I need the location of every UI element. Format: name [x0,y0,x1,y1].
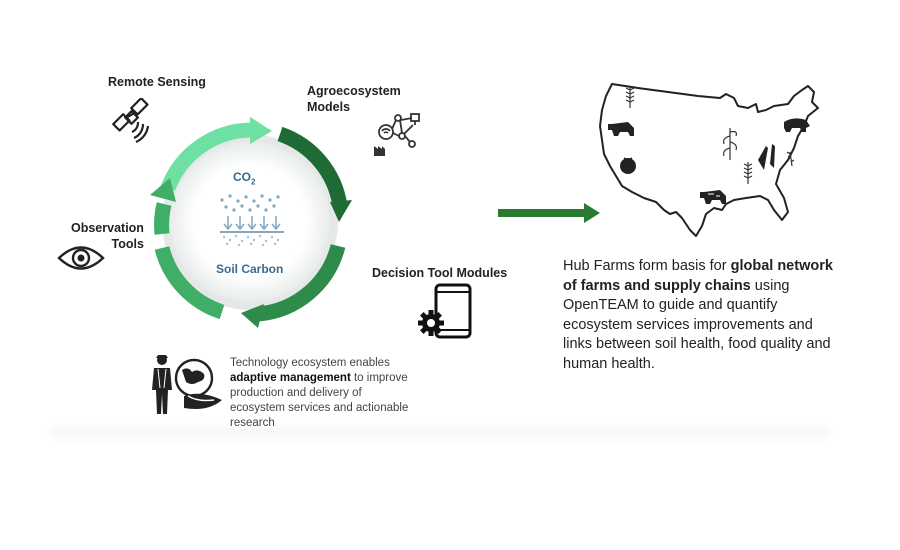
technology-line2-rest: to improve [350,372,408,384]
observation-tools-label: Observation Tools [71,220,144,252]
connector-arrow [498,203,600,223]
observation-line1: Observation [71,221,144,235]
technology-bold: adaptive management [230,372,351,384]
hub-text-post: using OpenTEAM to guide and quantify eco… [563,277,831,372]
cycle-arc-top [160,122,253,191]
technology-line3: production and delivery of [230,387,362,399]
hub-text-pre: Hub Farms form basis for [563,258,731,274]
soil-speckles [222,234,280,247]
farmer-globe-icon [152,355,222,414]
eye-icon [57,246,105,270]
co2-subscript: 2 [251,177,256,187]
soil-carbon-label: Soil Carbon [216,262,284,276]
usa-map-icon [599,83,819,237]
technology-description: Technology ecosystem enables adaptive ma… [230,356,430,431]
wheat-icon-east [786,151,795,167]
cycle-arrowhead-right [330,200,352,222]
technology-line2: adaptive management to improve [230,371,430,386]
corn-icon [723,128,737,160]
technology-line1: Technology ecosystem enables [230,357,390,369]
satellite-icon [112,98,150,144]
remote-sensing-label: Remote Sensing [108,75,206,89]
vegetable-icon [758,146,768,170]
cycle-arrowhead-left [150,178,176,202]
decision-tool-modules-label: Decision Tool Modules [372,266,508,280]
hub-text-bold: global network of farms and supply chain… [563,258,833,294]
pig-icon [784,118,810,132]
footer-shadow [50,428,830,444]
co2-particles [220,194,280,212]
cycle-arc-bottom [257,243,346,322]
agroecosystem-line1: Agroecosystem [307,84,401,98]
agroecosystem-line2: Models [307,100,351,114]
agroecosystem-models-label: Agroecosystem Models [307,83,401,115]
usa-outline [599,83,819,237]
hub-farms-description: Hub Farms form basis for global network … [563,257,833,374]
technology-line5: research [230,417,275,429]
tomato-icon [620,158,636,174]
cycle-arrowhead-bottom [241,304,264,328]
technology-line4: ecosystem services and actionable [230,402,409,414]
co2-label: CO2 [233,170,255,186]
cow-icon-south [700,190,726,204]
cycle-arc-left [154,245,225,320]
observation-line2: Tools [111,237,144,251]
wheat-icon-west [625,86,635,108]
tablet-gear-icon [418,283,472,339]
carbon-down-arrows [223,216,281,231]
cycle-arc-left-top [154,202,172,235]
cycle-inner-disk [170,142,330,302]
wheat-icon-central [743,162,753,184]
network-model-icon [374,113,420,156]
cow-icon-west [608,122,634,136]
cycle-arrowhead-top [250,117,272,144]
cycle-arc-right [277,126,348,208]
ecosystem-cycle [150,117,352,328]
co2-text: CO [233,170,251,184]
